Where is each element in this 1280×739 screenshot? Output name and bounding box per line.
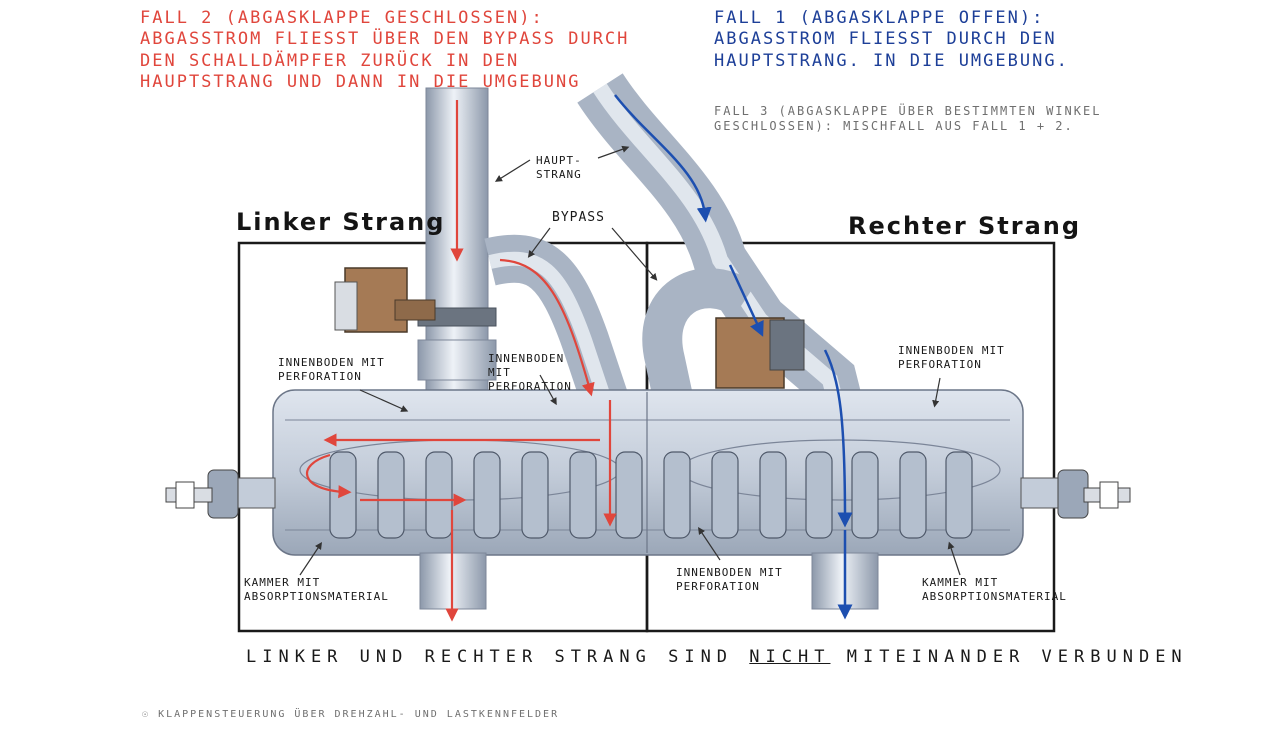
bypass-label: Bypass bbox=[552, 210, 605, 225]
perforation-slot bbox=[521, 451, 549, 539]
perforation-slot bbox=[945, 451, 973, 539]
kammer-right-label: Kammer mit Absorptionsmaterial bbox=[922, 576, 1067, 603]
innenboden-center-label: Innenboden mit Perforation bbox=[676, 566, 783, 593]
perforation-slot bbox=[473, 451, 501, 539]
statement-part-1: Linker und rechter Strang sind bbox=[246, 647, 734, 667]
perforation-slot bbox=[663, 451, 691, 539]
perforation-slot bbox=[759, 451, 787, 539]
connection-statement: Linker und rechter Strang sind nicht mit… bbox=[246, 647, 1188, 668]
statement-emphasis: nicht bbox=[749, 647, 831, 667]
hauptstrang-label: Haupt- strang bbox=[536, 154, 582, 181]
leader-lines bbox=[299, 145, 961, 576]
footnote-text: Klappensteuerung über Drehzahl- und Last… bbox=[158, 709, 560, 720]
perforation-slot bbox=[425, 451, 453, 539]
perforation-slot bbox=[329, 451, 357, 539]
muffler-body bbox=[272, 389, 1024, 556]
right-end-mount bbox=[1020, 469, 1131, 519]
perforation-slot bbox=[377, 451, 405, 539]
right-strand-title: Rechter Strang bbox=[848, 212, 1082, 240]
perforation-slot bbox=[899, 451, 927, 539]
innenboden-right-label: Innenboden mit Perforation bbox=[898, 344, 1005, 371]
perforation-slot bbox=[711, 451, 739, 539]
kammer-left-label: Kammer mit Absorptionsmaterial bbox=[244, 576, 389, 603]
case-3-note: Fall 3 (Abgasklappe über bestimmten Wink… bbox=[714, 104, 1102, 133]
info-circle-icon: ☉ bbox=[142, 709, 151, 720]
case-1-note: Fall 1 (Abgasklappe offen): Abgasstrom f… bbox=[714, 8, 1069, 71]
case-1-flow-arrows bbox=[614, 94, 853, 620]
footnote: ☉ Klappensteuerung über Drehzahl- und La… bbox=[142, 709, 559, 722]
perforation-slot bbox=[615, 451, 643, 539]
case-2-flow-arrows bbox=[305, 100, 617, 622]
left-flap-actuator bbox=[334, 267, 436, 333]
perforation-slot bbox=[805, 451, 833, 539]
right-bypass-pipe bbox=[642, 268, 757, 435]
case-2-note: Fall 2 (Abgasklappe geschlossen): Abgass… bbox=[140, 8, 630, 92]
perforation-slot bbox=[569, 451, 597, 539]
innenboden-left-1-label: Innenboden mit Perforation bbox=[278, 356, 385, 383]
right-flap-actuator bbox=[715, 317, 805, 389]
perforation-slot bbox=[851, 451, 879, 539]
innenboden-left-2-label: Innenboden mit Perforation bbox=[488, 352, 572, 393]
statement-part-2: miteinander verbunden bbox=[846, 647, 1188, 667]
left-strand-title: Linker Strang bbox=[236, 208, 446, 236]
left-end-mount bbox=[165, 469, 276, 519]
